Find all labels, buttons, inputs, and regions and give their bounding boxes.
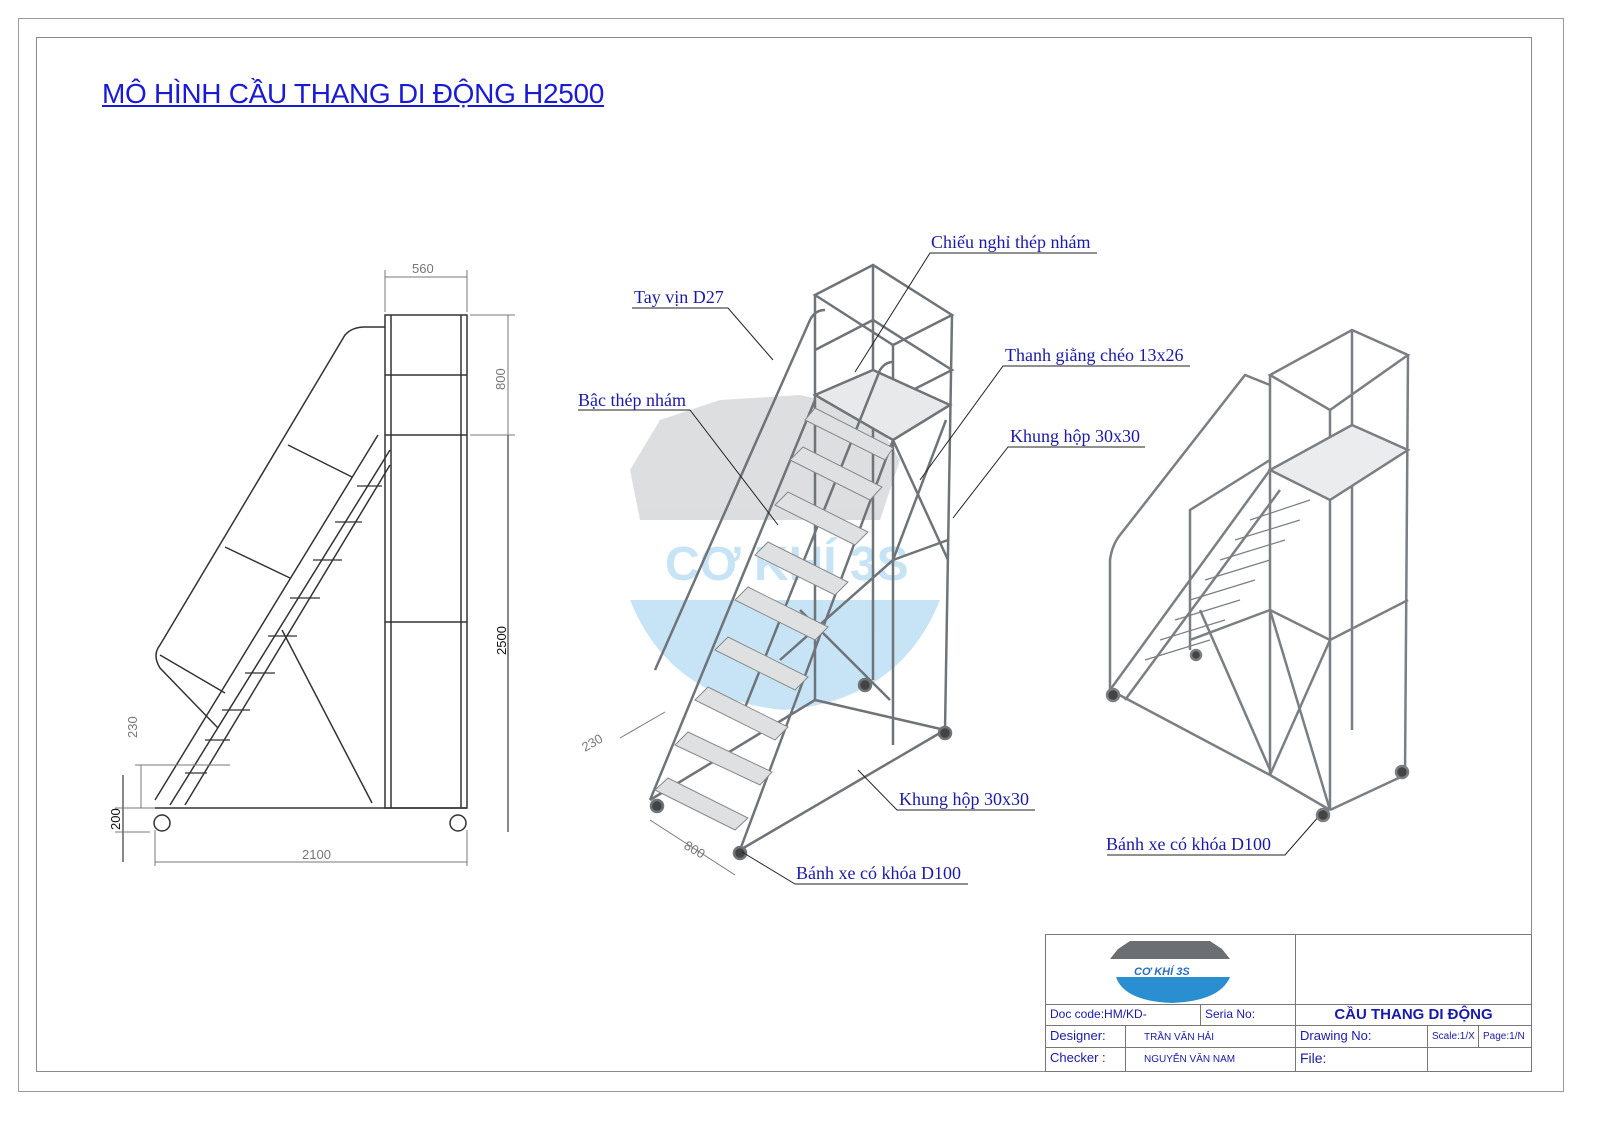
drawing-name: CẦU THANG DI ĐỘNG	[1296, 1005, 1531, 1026]
callout-frame-base: Khung hộp 30x30	[899, 789, 1029, 809]
callout-leaders	[578, 252, 1321, 885]
wheel-icon	[1105, 687, 1121, 703]
dim-200: 200	[108, 808, 123, 830]
doc-code: Doc code:HM/KD-	[1046, 1005, 1201, 1026]
callout-handrail: Tay vịn D27	[634, 287, 724, 307]
logo-text: CƠ KHÍ 3S	[1134, 965, 1190, 978]
wheel-icon	[1394, 764, 1410, 780]
iso-dim-230: 230	[579, 731, 605, 755]
dim-2500: 2500	[494, 626, 509, 655]
side-view	[153, 314, 468, 832]
callout-frame-side: Khung hộp 30x30	[1010, 426, 1140, 446]
callout-brace: Thanh giằng chéo 13x26	[1005, 345, 1184, 365]
callout-landing: Chiếu nghỉ thép nhám	[931, 232, 1091, 252]
brace	[281, 629, 373, 804]
back-view	[1105, 328, 1411, 823]
seria-no: Seria No:	[1201, 1005, 1296, 1026]
designer-name: TRẦN VĂN HẢI	[1126, 1026, 1296, 1048]
stringer-left	[648, 399, 817, 801]
dim-230: 230	[125, 716, 140, 738]
handrail	[155, 326, 385, 729]
landing-platform	[1267, 423, 1411, 502]
drawing-frame	[36, 37, 1532, 1072]
title-block: CƠ KHÍ 3S Doc code:HM/KD- Seria No: CẦU …	[1045, 934, 1532, 1072]
wheel-icon	[1315, 807, 1331, 823]
dim-800: 800	[493, 368, 508, 390]
drawing-no: Drawing No:	[1296, 1026, 1428, 1048]
file: File:	[1296, 1048, 1428, 1071]
file-value-cell	[1428, 1048, 1531, 1071]
side-view-dimensions	[115, 270, 515, 866]
iso-dim-800: 800	[682, 838, 708, 862]
wheel-icon	[153, 814, 171, 832]
stair-stringer	[154, 434, 379, 801]
scale: Scale:1/X	[1428, 1026, 1479, 1048]
landing-platform	[812, 368, 953, 442]
iso-view	[648, 263, 955, 861]
wheel-icon	[449, 814, 467, 832]
callout-wheel: Bánh xe có khóa D100	[796, 863, 961, 883]
tower-frame	[384, 314, 468, 809]
checker-name: NGUYỄN VĂN NAM	[1126, 1048, 1296, 1071]
callout-wheel-back: Bánh xe có khóa D100	[1106, 834, 1271, 854]
callout-step: Bậc thép nhám	[578, 390, 686, 410]
stringer-right	[738, 439, 895, 851]
blank-cell	[1296, 935, 1531, 1005]
base-frame	[739, 728, 946, 852]
handrail-left	[653, 308, 826, 671]
page: Page:1/N	[1479, 1026, 1531, 1048]
wheel-icon	[857, 677, 873, 693]
checker-label: Checker :	[1046, 1048, 1126, 1071]
designer-label: Designer:	[1046, 1026, 1126, 1048]
iso-dimensions	[619, 711, 736, 876]
dim-2100: 2100	[302, 847, 331, 862]
drawing-title[interactable]: MÔ HÌNH CẦU THANG DI ĐỘNG H2500	[102, 78, 605, 109]
company-logo: CƠ KHÍ 3S	[1110, 941, 1230, 1003]
wheel-icon	[1189, 648, 1203, 662]
logo-cell: CƠ KHÍ 3S	[1046, 935, 1296, 1005]
drawing-sheet-border	[18, 18, 1564, 1092]
dim-560: 560	[412, 261, 434, 276]
wheel-icon	[732, 845, 748, 861]
wheel-icon	[937, 725, 953, 741]
wheel-icon	[649, 798, 665, 814]
